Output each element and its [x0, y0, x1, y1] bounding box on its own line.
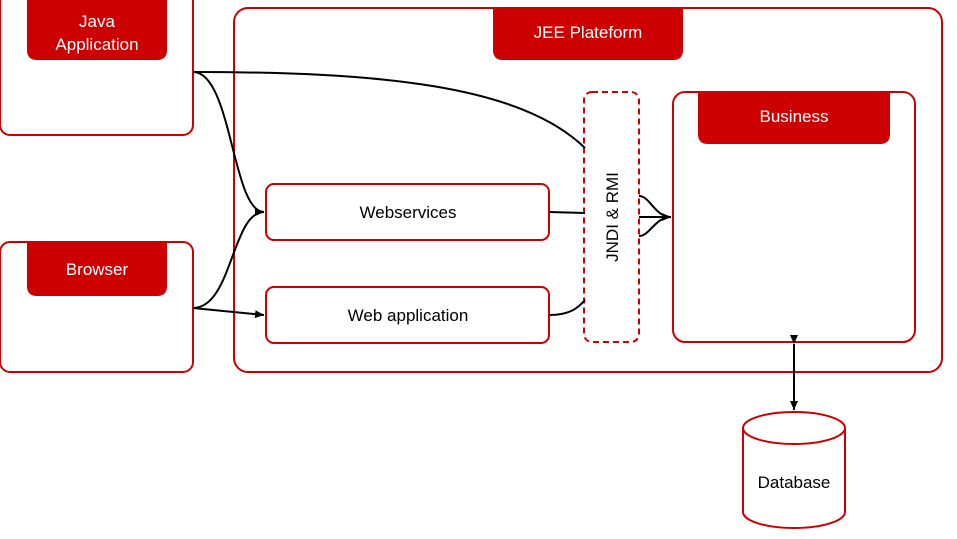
java-application-header — [27, 0, 167, 60]
java-application-node: Java Application — [0, 0, 194, 136]
browser-header — [27, 242, 167, 296]
java-application-title-line2: Application — [55, 35, 138, 54]
connector-java-to-webservices — [192, 71, 265, 216]
database-label: Database — [758, 473, 831, 492]
connector-browser-to-webservices — [192, 208, 265, 309]
jee-platform-header — [493, 8, 683, 60]
webservices-label: Webservices — [360, 203, 457, 222]
browser-title: Browser — [66, 260, 129, 279]
jee-platform-node: JEE Plateform — [233, 7, 943, 373]
jndi-rmi-label: JNDI & RMI — [603, 172, 622, 262]
database-top — [742, 411, 846, 445]
jee-platform-title: JEE Plateform — [534, 23, 643, 42]
database-body — [742, 428, 846, 529]
java-application-title-line1: Java — [79, 12, 115, 31]
web-application-node: Web application — [265, 286, 550, 344]
connector-webapp-to-jndi — [548, 299, 586, 316]
jndi-rmi-frame — [583, 91, 640, 343]
jndi-rmi-node: JNDI & RMI — [583, 91, 640, 343]
connector-java-to-jndi — [192, 71, 586, 149]
browser-node: Browser — [0, 241, 194, 373]
connector-webservices-to-jndi — [548, 211, 586, 214]
database-node: Database — [742, 411, 846, 529]
web-application-label: Web application — [348, 306, 469, 325]
connector-jndi-to-business-1 — [638, 195, 672, 221]
connector-browser-to-webapp — [192, 307, 265, 319]
connectors — [192, 71, 798, 410]
webservices-node: Webservices — [265, 183, 550, 241]
connector-jndi-to-business-3 — [638, 216, 672, 237]
business-node: Business — [672, 91, 916, 343]
business-title: Business — [760, 107, 829, 126]
business-header — [698, 92, 890, 144]
